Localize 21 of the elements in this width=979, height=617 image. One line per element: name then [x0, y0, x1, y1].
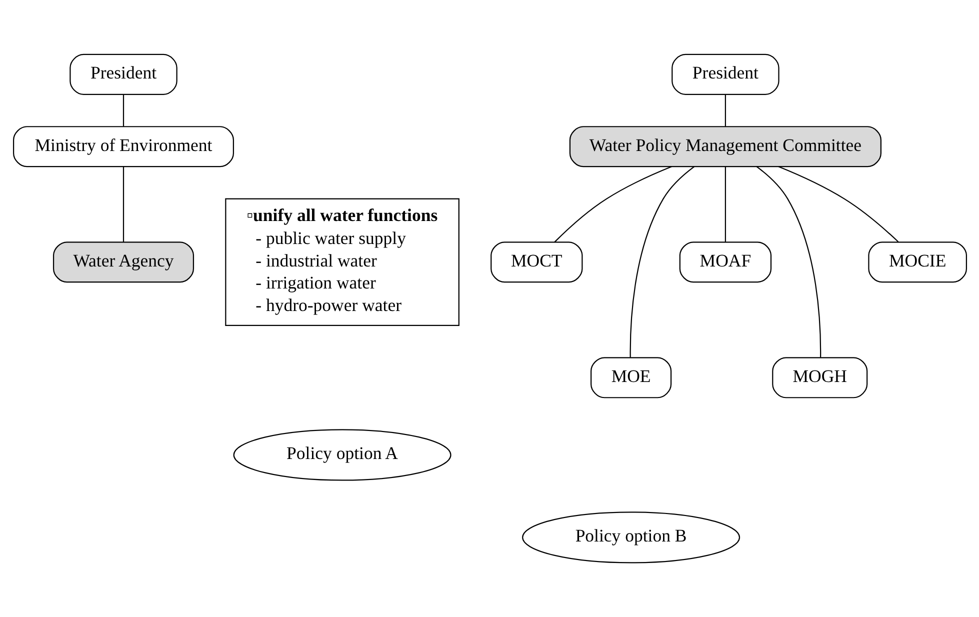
node-box: MOCIE — [868, 242, 966, 283]
connector — [629, 166, 694, 358]
connector — [122, 94, 124, 126]
node-ellipse: Policy option B — [522, 512, 740, 564]
connector — [724, 94, 726, 126]
connector — [756, 166, 821, 358]
connector — [724, 166, 726, 242]
node-box: President — [671, 54, 779, 95]
node-ellipse: Policy option A — [232, 429, 451, 481]
connector — [122, 166, 124, 242]
node-box: Water Policy Management Committee — [568, 126, 881, 168]
node-box: MOGH — [772, 357, 868, 398]
connector — [778, 166, 898, 242]
node-box: President — [69, 54, 177, 95]
node-box: MOE — [590, 357, 672, 398]
node-box: Water Agency — [52, 242, 194, 283]
connector — [554, 166, 672, 242]
node-box: ▫unify all water functions - public water supply - industrial water - irrigation water - hydro-power water — [224, 198, 459, 326]
node-box: Ministry of Environment — [12, 126, 234, 168]
node-box: MOCT — [490, 242, 582, 283]
node-box: MOAF — [678, 242, 772, 283]
